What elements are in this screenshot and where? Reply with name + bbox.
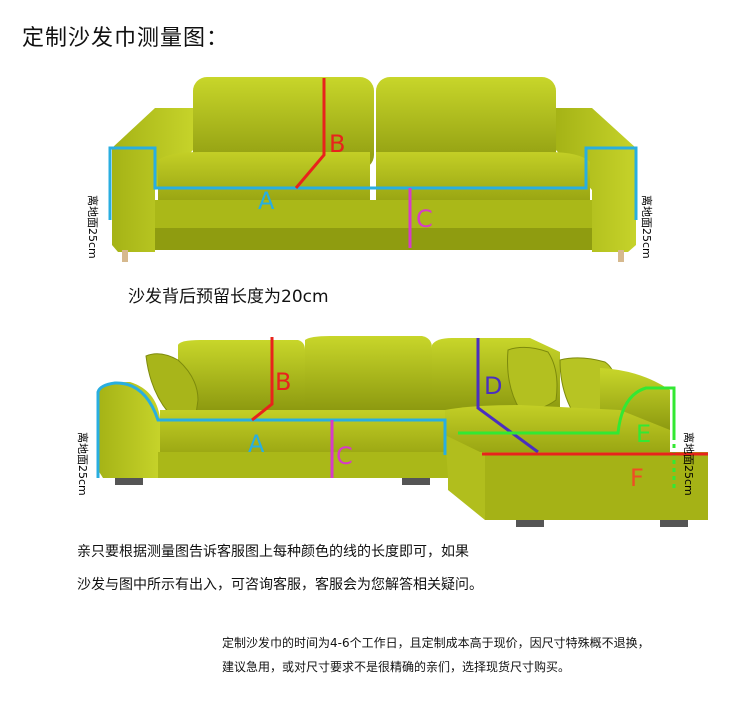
label-b-1: B: [329, 130, 345, 158]
side-note-right-2: 离地面25cm: [682, 432, 696, 496]
sofa1-caption: 沙发背后预留长度为20cm: [128, 287, 329, 307]
label-d-2: D: [484, 372, 502, 400]
page-title: 定制沙发巾测量图：: [22, 26, 230, 51]
label-e-2: E: [636, 420, 651, 448]
instruction-line-2: 沙发与图中所示有出入，可咨询客服，客服会为您解答相关疑问。: [77, 577, 483, 593]
label-f-2: F: [630, 464, 644, 492]
label-c-2: C: [336, 442, 353, 470]
sofa-1: B A C 离地面25cm 离地面25cm: [86, 77, 654, 262]
instruction-line-1: 亲只要根据测量图告诉客服图上每种颜色的线的长度即可，如果: [77, 544, 469, 560]
label-b-2: B: [275, 368, 291, 396]
side-note-left-1: 离地面25cm: [86, 195, 100, 259]
label-c-1: C: [416, 205, 433, 233]
sofa-2: B A C D E F 离地面25cm 离地面25cm: [76, 336, 708, 527]
notice-line-2: 建议急用，或对尺寸要求不是很精确的亲们，选择现货尺寸购买。: [222, 660, 571, 674]
label-a-1: A: [258, 187, 275, 215]
notice-line-1: 定制沙发巾的时间为4-6个工作日，且定制成本高于现价，因尺寸特殊概不退换，: [222, 636, 650, 650]
side-note-left-2: 离地面25cm: [76, 432, 90, 496]
label-a-2: A: [248, 430, 265, 458]
side-note-right-1: 离地面25cm: [640, 195, 654, 259]
